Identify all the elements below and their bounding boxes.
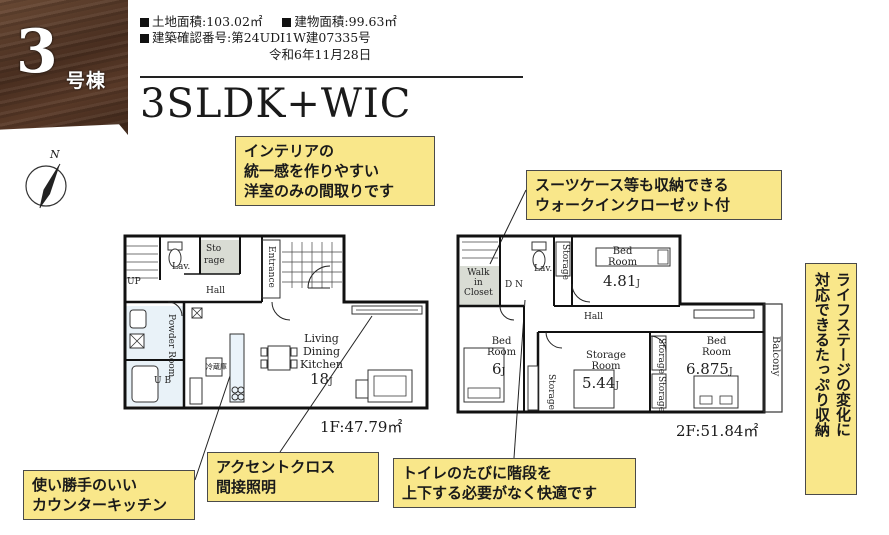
walk-in-closet-label-line: in bbox=[474, 278, 483, 288]
first-floor-hall-label: Hall bbox=[206, 286, 225, 296]
walk-in-closet-label: Walk in Closet bbox=[464, 268, 493, 298]
bedroom-top-label: Bed Room bbox=[608, 246, 637, 268]
callout-line: ウォークインクローゼット付 bbox=[535, 196, 731, 214]
callout-line: 洋室のみの間取りです bbox=[244, 182, 395, 200]
walk-in-closet-label-line: Closet bbox=[464, 288, 493, 298]
callout-line: 使い勝手のいい bbox=[32, 476, 138, 494]
walk-in-closet-callout: スーツケース等も収納できる ウォークインクローゼット付 bbox=[526, 170, 782, 220]
callout-line: アクセントクロス bbox=[216, 458, 336, 476]
ldk-label-line: Living bbox=[304, 332, 339, 345]
callout-line: トイレのたびに階段を bbox=[402, 464, 553, 482]
storage-room-label: Storage Room bbox=[586, 350, 626, 372]
callout-line: 上下する必要がなく快適です bbox=[402, 484, 598, 502]
second-floor-plan bbox=[456, 234, 783, 414]
first-floor-storage-label-top: Sto bbox=[206, 244, 222, 254]
kitchen-callout: 使い勝手のいい カウンターキッチン bbox=[23, 470, 195, 520]
building-number-badge bbox=[0, 0, 128, 135]
entrance-label: Entrance bbox=[266, 246, 276, 288]
second-floor-area: 2F:51.84㎡ bbox=[676, 422, 759, 440]
storage-callout: ライフステージの変化に 対応できるたっぷり収納 bbox=[805, 263, 857, 495]
callout-line: カウンターキッチン bbox=[32, 496, 168, 514]
compass-north-label: N bbox=[50, 148, 60, 161]
bedroom-storage-label-top: Storage bbox=[656, 338, 666, 374]
callout-line: 対応できるたっぷり収納 bbox=[813, 272, 831, 437]
land-area: 土地面積:103.02㎡ bbox=[152, 14, 263, 29]
accent-cloth-callout: アクセントクロス 間接照明 bbox=[207, 452, 379, 502]
callout-line: スーツケース等も収納できる bbox=[535, 176, 729, 194]
ldk-size-unit: J bbox=[329, 377, 333, 387]
bedroom-top-size-value: 4.81 bbox=[603, 272, 637, 290]
ldk-label: Living Dining Kitchen bbox=[300, 332, 343, 371]
ldk-label-line: Dining bbox=[302, 345, 341, 358]
permit-date: 令和6年11月28日 bbox=[269, 47, 372, 62]
ldk-label-line: Kitchen bbox=[300, 358, 343, 371]
callout-line: ライフステージの変化に bbox=[834, 272, 852, 437]
size-unit: J bbox=[501, 367, 506, 377]
first-floor-lavatory-label: Lav. bbox=[172, 262, 191, 272]
permit-line: 建築確認番号:第24UDI1W建07335号 bbox=[140, 30, 371, 46]
bullet-icon bbox=[140, 18, 149, 27]
size-unit: J bbox=[636, 279, 641, 289]
storage-room-label-line: Room bbox=[591, 361, 621, 372]
building-number-suffix: 号棟 bbox=[66, 70, 107, 92]
floor-plan-type: 3SLDK+WIC bbox=[140, 81, 412, 127]
balcony-label: Balcony bbox=[770, 336, 781, 377]
bedroom-left-label-line: Room bbox=[487, 347, 517, 358]
callout-line: 統一感を作りやすい bbox=[244, 162, 380, 180]
bedroom-right-label: Bed Room bbox=[702, 336, 731, 358]
building-area: 建物面積:99.63㎡ bbox=[294, 14, 397, 29]
bullet-icon bbox=[140, 34, 149, 43]
stair-storage-label: Storage bbox=[546, 374, 556, 410]
hall-storage-label: Storage bbox=[560, 244, 570, 280]
callout-line: 間接照明 bbox=[216, 478, 277, 496]
bedroom-top-label-line: Bed bbox=[612, 246, 633, 257]
second-floor-hall-label: Hall bbox=[584, 312, 603, 322]
size-unit: J bbox=[615, 381, 620, 391]
bedroom-right-label-line: Room bbox=[702, 347, 732, 358]
ldk-size-value: 18 bbox=[310, 370, 330, 388]
toilet-callout: トイレのたびに階段を 上下する必要がなく快適です bbox=[393, 458, 636, 508]
first-floor-storage-label-bottom: rage bbox=[204, 256, 225, 266]
interior-callout: インテリアの 統一感を作りやすい 洋室のみの間取りです bbox=[235, 136, 435, 206]
permit-number: 建築確認番号:第24UDI1W建07335号 bbox=[152, 30, 371, 45]
building-number: 3 bbox=[16, 17, 58, 87]
bedroom-left-label: Bed Room bbox=[487, 336, 516, 358]
storage-room-size: 5.44J bbox=[582, 374, 619, 392]
bedroom-left-size-value: 6 bbox=[492, 360, 502, 378]
north-compass-icon bbox=[25, 163, 67, 209]
bedroom-right-size-value: 6.875 bbox=[686, 360, 729, 378]
bedroom-right-label-line: Bed bbox=[706, 336, 727, 347]
bedroom-top-size: 4.81J bbox=[603, 272, 640, 290]
bedroom-left-size: 6J bbox=[492, 360, 505, 378]
storage-room-size-value: 5.44 bbox=[582, 374, 616, 392]
unit-bath-label: U B bbox=[154, 376, 172, 386]
ldk-size: 18J bbox=[310, 370, 333, 388]
bedroom-left-label-line: Bed bbox=[491, 336, 512, 347]
callout-line: インテリアの bbox=[244, 142, 335, 160]
bedroom-top-label-line: Room bbox=[608, 257, 638, 268]
bedroom-storage-label-bottom: Storage bbox=[656, 376, 666, 412]
bullet-icon bbox=[282, 18, 292, 27]
bedroom-right-size: 6.875J bbox=[686, 360, 733, 378]
header-rule bbox=[140, 76, 523, 78]
powder-room-label: Powder Room bbox=[166, 314, 176, 378]
land-area-line: 土地面積:103.02㎡ 建物面積:99.63㎡ bbox=[140, 14, 397, 30]
first-floor-up-label: UP bbox=[127, 277, 141, 287]
storage-room-label-line: Storage bbox=[586, 350, 626, 361]
fridge-label: 冷蔵庫 bbox=[206, 363, 227, 371]
first-floor-plan bbox=[123, 234, 429, 410]
second-floor-lavatory-label: Lav. bbox=[534, 264, 553, 274]
first-floor-area: 1F:47.79㎡ bbox=[320, 418, 403, 436]
walk-in-closet-label-line: Walk bbox=[467, 268, 490, 278]
second-floor-down-label: D N bbox=[505, 280, 523, 290]
size-unit: J bbox=[728, 367, 733, 377]
